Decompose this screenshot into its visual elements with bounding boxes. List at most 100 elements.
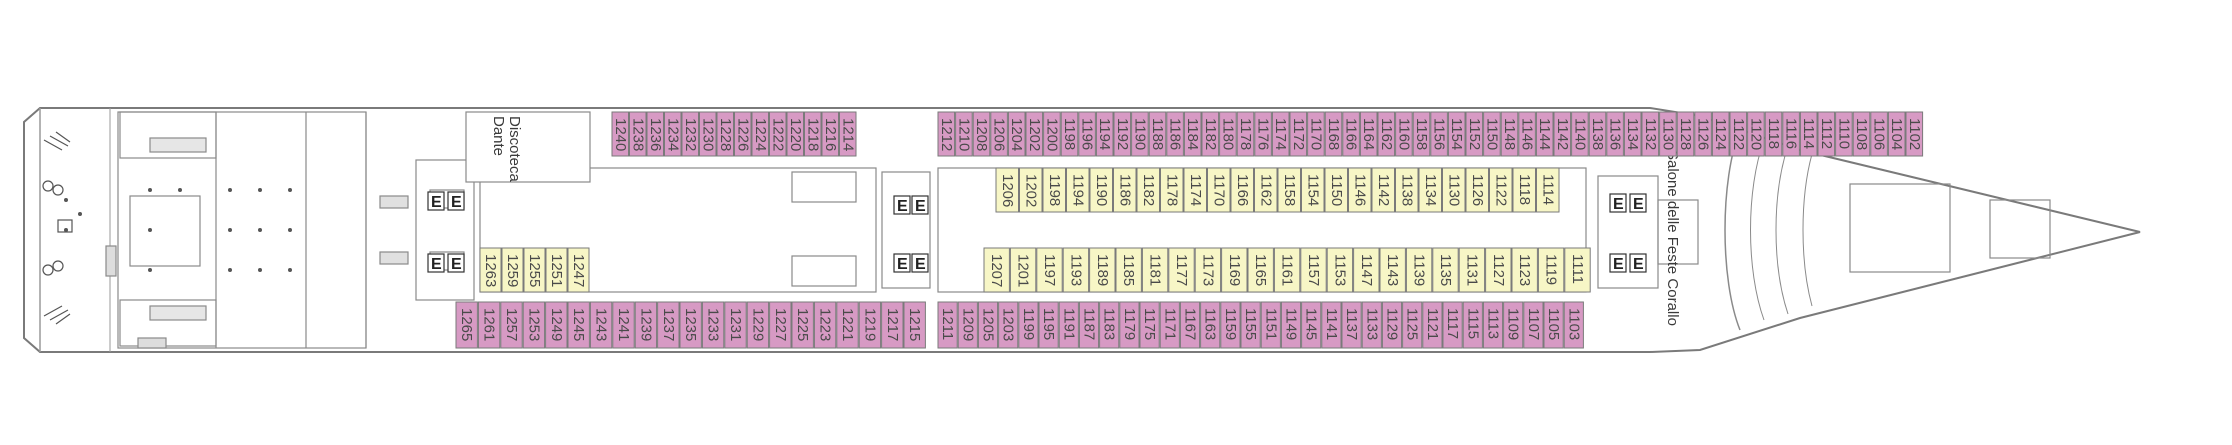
cabin-1155[interactable]: 1155 bbox=[1240, 301, 1261, 349]
cabin-1261[interactable]: 1261 bbox=[477, 301, 501, 349]
cabin-1173[interactable]: 1173 bbox=[1194, 247, 1222, 293]
cabin-1210[interactable]: 1210 bbox=[955, 111, 973, 157]
cabin-1167[interactable]: 1167 bbox=[1179, 301, 1201, 349]
cabin-1198[interactable]: 1198 bbox=[1042, 167, 1066, 213]
cabin-1111[interactable]: 1111 bbox=[1564, 247, 1591, 293]
cabin-1216[interactable]: 1216 bbox=[821, 111, 839, 157]
cabin-1245[interactable]: 1245 bbox=[567, 301, 590, 349]
cabin-1179[interactable]: 1179 bbox=[1119, 301, 1140, 349]
cabin-1122[interactable]: 1122 bbox=[1729, 111, 1748, 157]
cabin-1104[interactable]: 1104 bbox=[1887, 111, 1906, 157]
cabin-1134[interactable]: 1134 bbox=[1623, 111, 1642, 157]
cabin-1165[interactable]: 1165 bbox=[1247, 247, 1274, 293]
cabin-1148[interactable]: 1148 bbox=[1500, 111, 1519, 157]
cabin-1241[interactable]: 1241 bbox=[612, 301, 635, 349]
cabin-1141[interactable]: 1141 bbox=[1321, 301, 1342, 349]
cabin-1125[interactable]: 1125 bbox=[1402, 301, 1423, 349]
cabin-1114[interactable]: 1114 bbox=[1536, 167, 1560, 213]
cabin-1235[interactable]: 1235 bbox=[679, 301, 702, 349]
cabin-1158[interactable]: 1158 bbox=[1412, 111, 1431, 157]
cabin-1131[interactable]: 1131 bbox=[1458, 247, 1486, 293]
cabin-1160[interactable]: 1160 bbox=[1395, 111, 1413, 157]
cabin-1194[interactable]: 1194 bbox=[1066, 167, 1090, 213]
cabin-1181[interactable]: 1181 bbox=[1141, 247, 1169, 293]
cabin-1231[interactable]: 1231 bbox=[724, 301, 747, 349]
cabin-1161[interactable]: 1161 bbox=[1273, 247, 1301, 293]
cabin-1203[interactable]: 1203 bbox=[998, 301, 1019, 349]
cabin-1145[interactable]: 1145 bbox=[1301, 301, 1322, 349]
cabin-1182[interactable]: 1182 bbox=[1136, 167, 1160, 213]
cabin-1219[interactable]: 1219 bbox=[858, 301, 882, 349]
cabin-1192[interactable]: 1192 bbox=[1113, 111, 1132, 157]
cabin-1139[interactable]: 1139 bbox=[1405, 247, 1433, 293]
cabin-1214[interactable]: 1214 bbox=[839, 111, 857, 157]
cabin-1190[interactable]: 1190 bbox=[1131, 111, 1149, 157]
cabin-1263[interactable]: 1263 bbox=[479, 247, 502, 293]
cabin-1150[interactable]: 1150 bbox=[1324, 167, 1348, 213]
cabin-1156[interactable]: 1156 bbox=[1430, 111, 1448, 157]
cabin-1200[interactable]: 1200 bbox=[1043, 111, 1061, 157]
cabin-1177[interactable]: 1177 bbox=[1168, 247, 1195, 293]
cabin-1251[interactable]: 1251 bbox=[545, 247, 568, 293]
cabin-1185[interactable]: 1185 bbox=[1115, 247, 1142, 293]
cabin-1143[interactable]: 1143 bbox=[1379, 247, 1406, 293]
cabin-1225[interactable]: 1225 bbox=[791, 301, 814, 349]
cabin-1113[interactable]: 1113 bbox=[1482, 301, 1504, 349]
cabin-1134[interactable]: 1134 bbox=[1418, 167, 1442, 213]
cabin-1182[interactable]: 1182 bbox=[1201, 111, 1220, 157]
cabin-1138[interactable]: 1138 bbox=[1395, 167, 1419, 213]
cabin-1186[interactable]: 1186 bbox=[1166, 111, 1184, 157]
cabin-1171[interactable]: 1171 bbox=[1159, 301, 1180, 349]
cabin-1247[interactable]: 1247 bbox=[567, 247, 590, 293]
cabin-1123[interactable]: 1123 bbox=[1511, 247, 1538, 293]
cabin-1229[interactable]: 1229 bbox=[746, 301, 770, 349]
cabin-1126[interactable]: 1126 bbox=[1694, 111, 1712, 157]
cabin-1222[interactable]: 1222 bbox=[769, 111, 787, 157]
cabin-1190[interactable]: 1190 bbox=[1089, 167, 1113, 213]
cabin-1227[interactable]: 1227 bbox=[769, 301, 792, 349]
cabin-1238[interactable]: 1238 bbox=[629, 111, 647, 157]
cabin-1201[interactable]: 1201 bbox=[1009, 247, 1037, 293]
cabin-1265[interactable]: 1265 bbox=[455, 301, 478, 349]
cabin-1236[interactable]: 1236 bbox=[646, 111, 664, 157]
cabin-1166[interactable]: 1166 bbox=[1342, 111, 1360, 157]
cabin-1206[interactable]: 1206 bbox=[995, 167, 1019, 213]
cabin-1122[interactable]: 1122 bbox=[1489, 167, 1513, 213]
cabin-1184[interactable]: 1184 bbox=[1183, 111, 1202, 157]
cabin-1240[interactable]: 1240 bbox=[611, 111, 629, 157]
cabin-1105[interactable]: 1105 bbox=[1543, 301, 1564, 349]
cabin-1149[interactable]: 1149 bbox=[1280, 301, 1302, 349]
cabin-1208[interactable]: 1208 bbox=[972, 111, 991, 157]
cabin-1154[interactable]: 1154 bbox=[1301, 167, 1325, 213]
cabin-1187[interactable]: 1187 bbox=[1078, 301, 1100, 349]
cabin-1109[interactable]: 1109 bbox=[1503, 301, 1524, 349]
cabin-1129[interactable]: 1129 bbox=[1381, 301, 1403, 349]
cabin-1164[interactable]: 1164 bbox=[1359, 111, 1378, 157]
cabin-1133[interactable]: 1133 bbox=[1361, 301, 1382, 349]
cabin-1107[interactable]: 1107 bbox=[1523, 301, 1544, 349]
cabin-1224[interactable]: 1224 bbox=[751, 111, 769, 157]
cabin-1189[interactable]: 1189 bbox=[1089, 247, 1116, 293]
cabin-1209[interactable]: 1209 bbox=[957, 301, 978, 349]
cabin-1237[interactable]: 1237 bbox=[657, 301, 680, 349]
cabin-1144[interactable]: 1144 bbox=[1535, 111, 1554, 157]
cabin-1239[interactable]: 1239 bbox=[634, 301, 658, 349]
cabin-1103[interactable]: 1103 bbox=[1563, 301, 1584, 349]
cabin-1117[interactable]: 1117 bbox=[1442, 301, 1463, 349]
cabin-1163[interactable]: 1163 bbox=[1200, 301, 1221, 349]
cabin-1223[interactable]: 1223 bbox=[813, 301, 837, 349]
cabin-1147[interactable]: 1147 bbox=[1353, 247, 1380, 293]
cabin-1118[interactable]: 1118 bbox=[1512, 167, 1536, 213]
cabin-1195[interactable]: 1195 bbox=[1038, 301, 1059, 349]
cabin-1253[interactable]: 1253 bbox=[522, 301, 546, 349]
cabin-1169[interactable]: 1169 bbox=[1221, 247, 1248, 293]
cabin-1202[interactable]: 1202 bbox=[1019, 167, 1043, 213]
cabin-1232[interactable]: 1232 bbox=[681, 111, 699, 157]
cabin-1259[interactable]: 1259 bbox=[501, 247, 524, 293]
cabin-1142[interactable]: 1142 bbox=[1553, 111, 1572, 157]
cabin-1234[interactable]: 1234 bbox=[664, 111, 682, 157]
cabin-1186[interactable]: 1186 bbox=[1113, 167, 1137, 213]
cabin-1228[interactable]: 1228 bbox=[716, 111, 734, 157]
cabin-1206[interactable]: 1206 bbox=[990, 111, 1008, 157]
cabin-1151[interactable]: 1151 bbox=[1260, 301, 1281, 349]
